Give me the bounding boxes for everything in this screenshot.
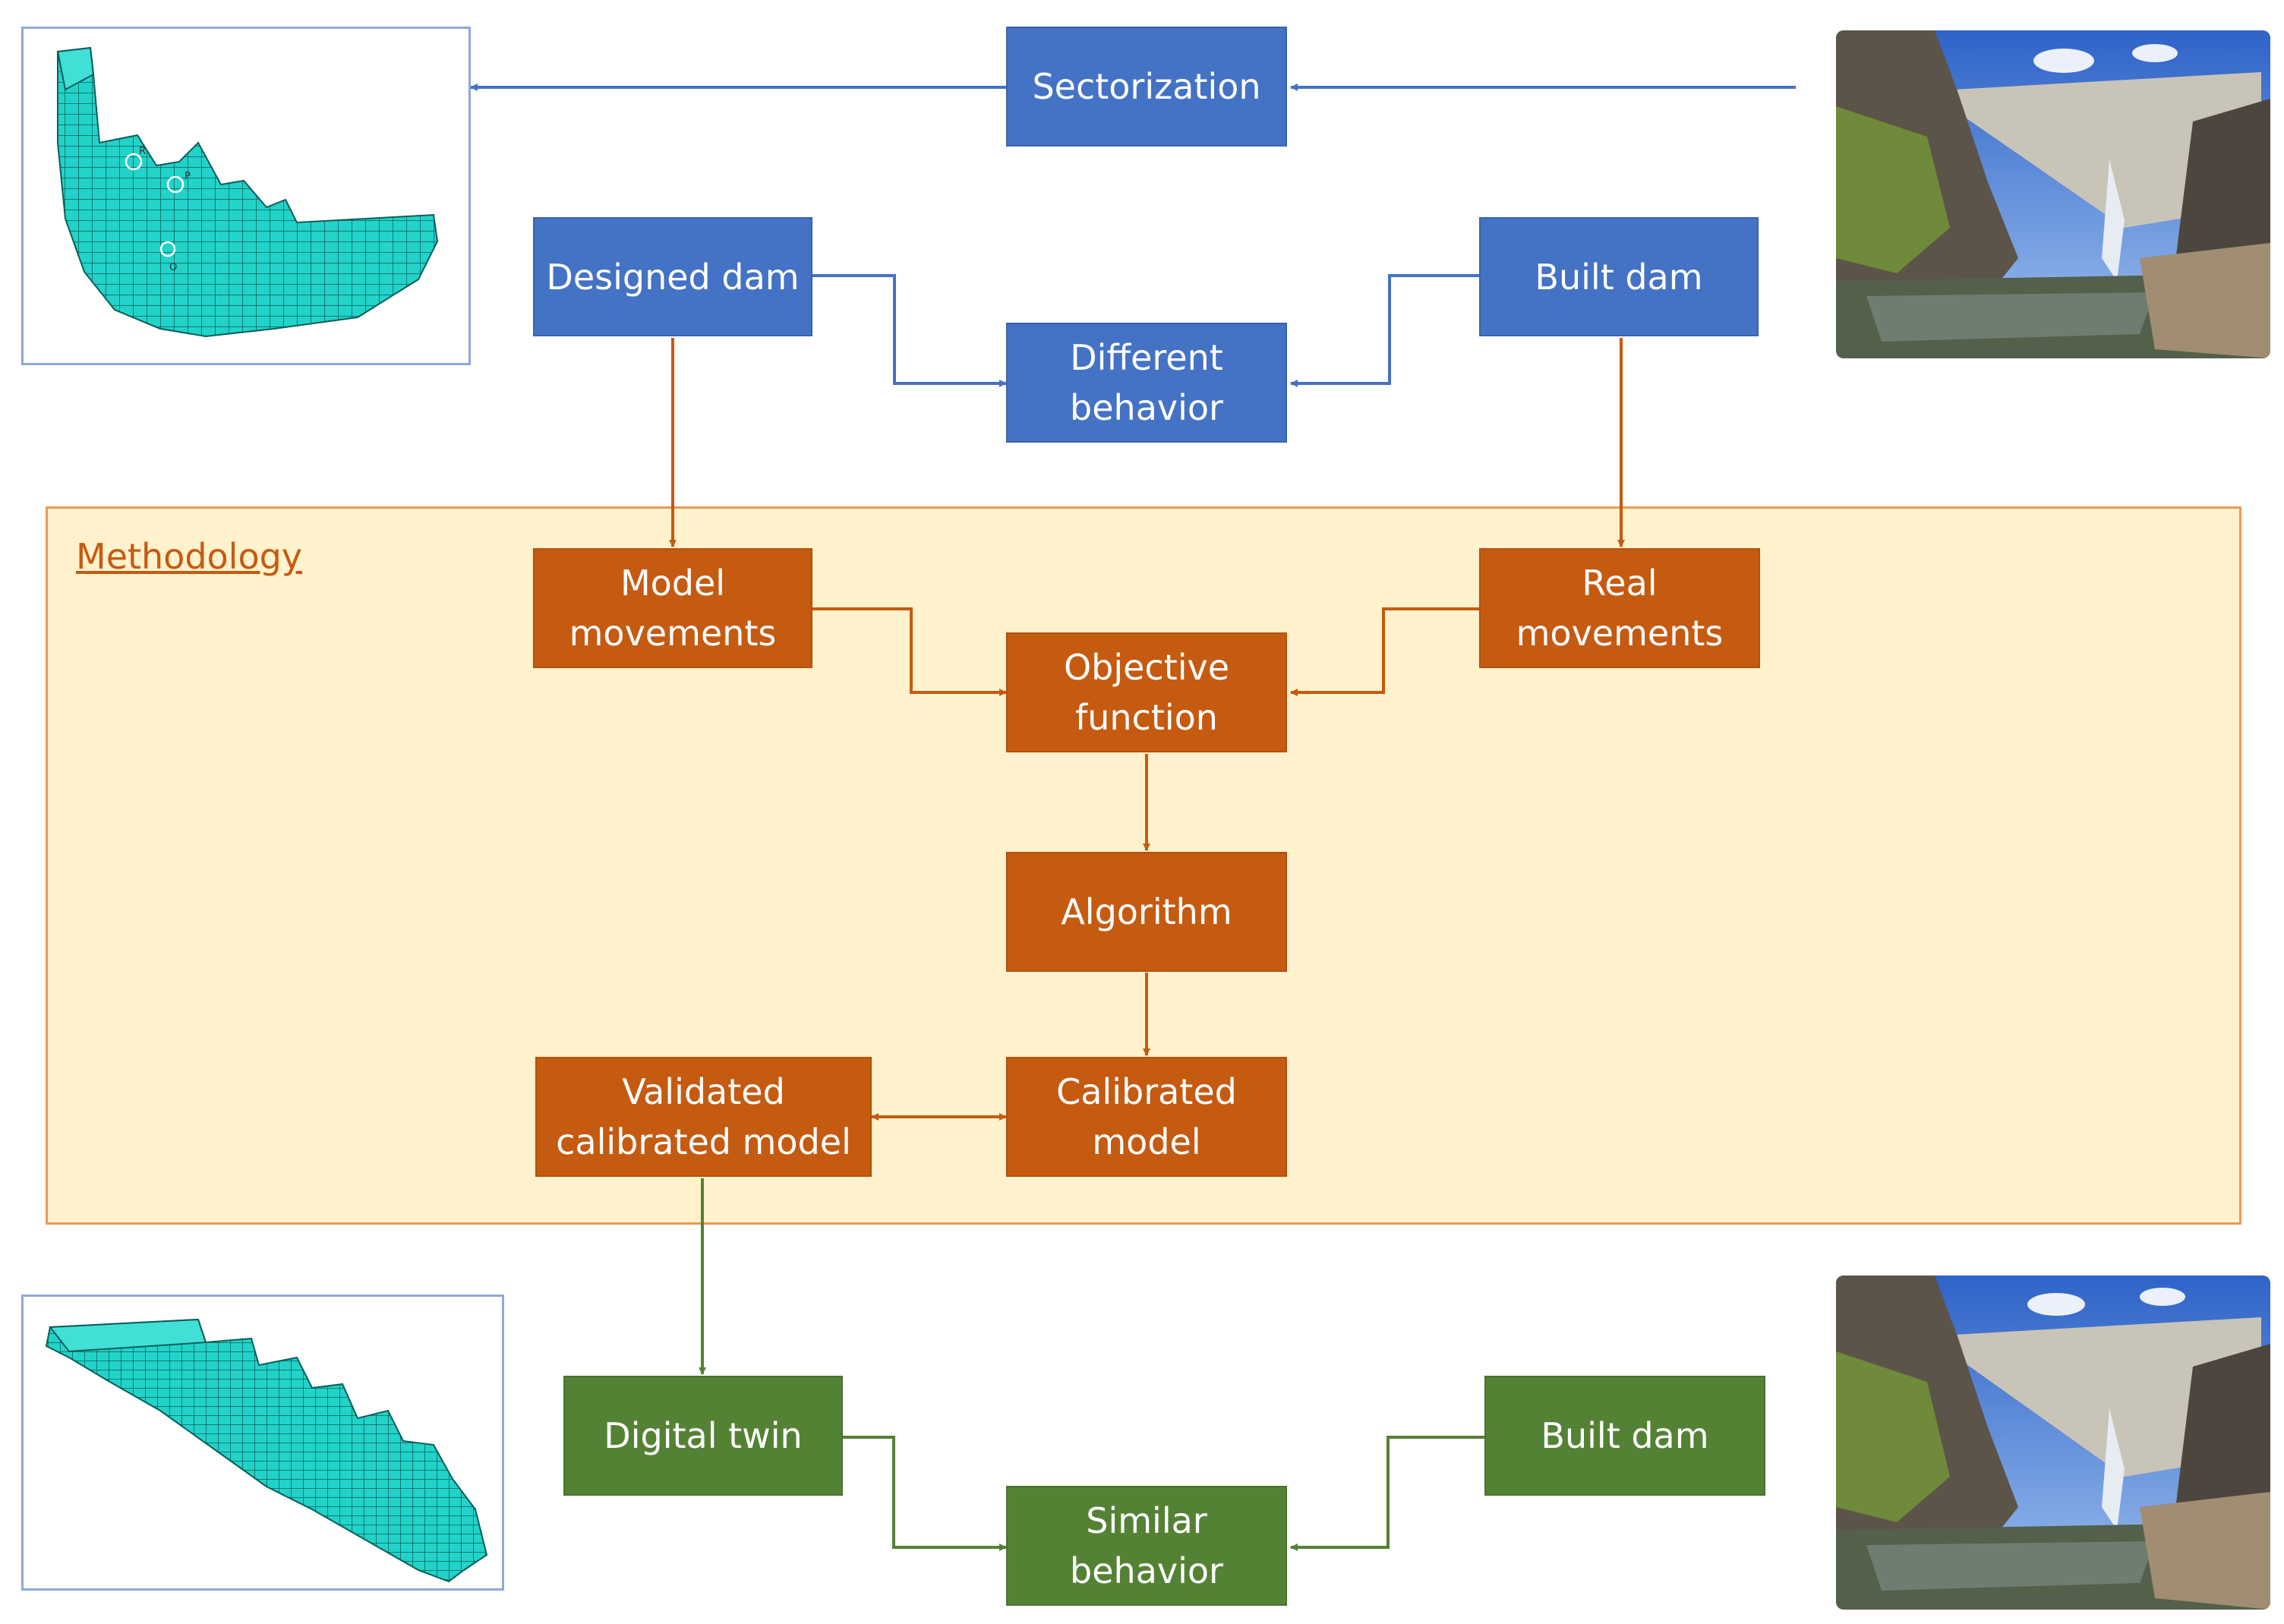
mesh-point-p-marker: [166, 175, 185, 194]
arrow-model-to-objective: [812, 607, 1007, 696]
validated-calibrated-model-box: Validated calibrated model: [535, 1057, 872, 1177]
different-behavior-box: Different behavior: [1006, 323, 1287, 443]
real-movements-box: Real movements: [1479, 548, 1760, 668]
arrow-digital-twin-to-similar: [843, 1436, 1007, 1551]
fe-mesh-sectorized-image: R P O: [56, 46, 439, 338]
mesh-point-r-marker: [125, 153, 143, 171]
arrow-designed-to-different: [812, 274, 1007, 387]
mesh-point-o-marker: [159, 241, 176, 257]
calibrated-model-box: Calibrated model: [1006, 1057, 1287, 1177]
dam-photo-top: [1836, 30, 2270, 358]
objective-function-box: Objective function: [1006, 632, 1287, 752]
sectorization-box: Sectorization: [1006, 27, 1287, 147]
fe-mesh-sectorized-frame: R P O: [21, 27, 471, 365]
mesh-label-o: O: [169, 262, 177, 273]
dam-photo-bottom: [1836, 1276, 2270, 1610]
mesh-label-r: R: [139, 146, 146, 157]
arrow-built-bottom-to-similar: [1290, 1436, 1484, 1551]
built-dam-box-bottom: Built dam: [1484, 1376, 1765, 1496]
built-dam-box-top: Built dam: [1479, 217, 1759, 336]
fe-mesh-digital-twin-frame: [21, 1294, 504, 1591]
fe-mesh-digital-twin-image: [45, 1318, 488, 1583]
arrow-built-to-different: [1290, 274, 1479, 387]
designed-dam-box: Designed dam: [533, 217, 812, 336]
arrow-real-to-objective: [1290, 607, 1479, 696]
digital-twin-box: Digital twin: [563, 1376, 843, 1496]
mesh-label-p: P: [185, 171, 191, 182]
model-movements-box: Model movements: [533, 548, 812, 668]
similar-behavior-box: Similar behavior: [1006, 1486, 1287, 1606]
algorithm-box: Algorithm: [1006, 852, 1287, 972]
methodology-label: Methodology: [76, 536, 303, 577]
